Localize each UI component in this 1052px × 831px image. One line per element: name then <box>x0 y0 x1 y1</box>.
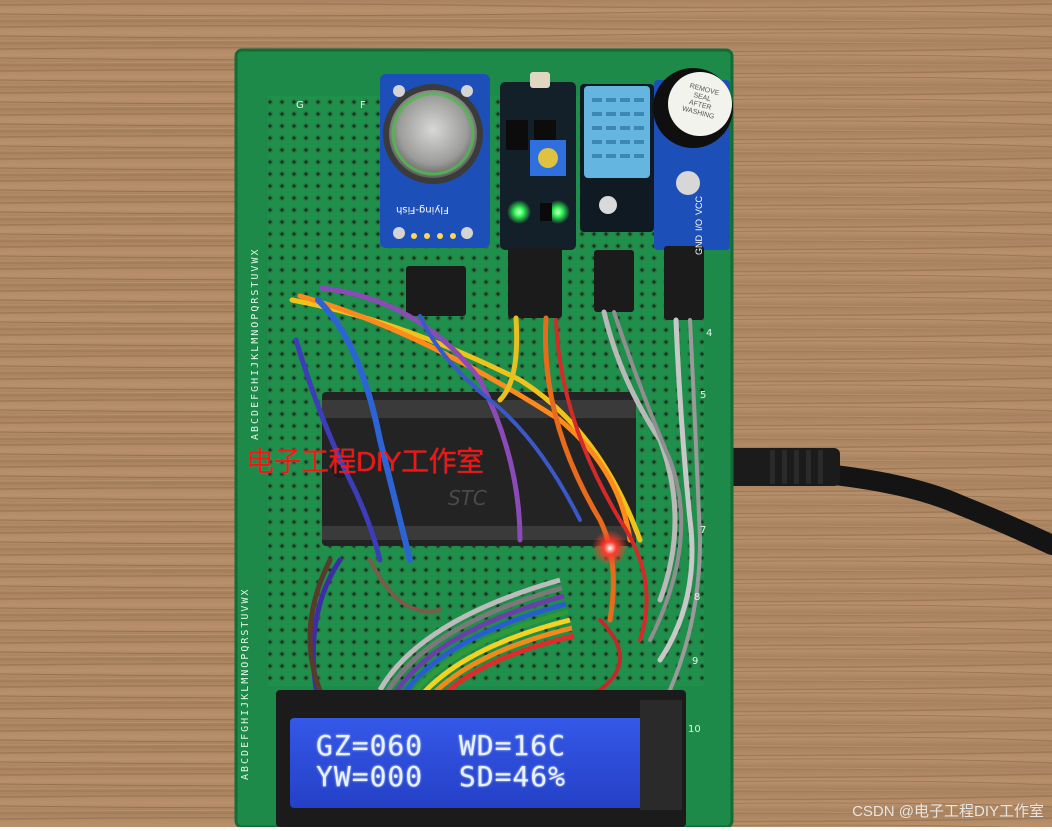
pin-label-io: I/O <box>694 219 704 232</box>
gas-sensor-label: Flying-Fish <box>396 204 449 215</box>
mcu-marking: STC <box>448 486 487 510</box>
row-number-10: 10 <box>688 724 701 735</box>
module-pin-labels: GND I/O VCC <box>694 196 704 255</box>
gas-sensor-module <box>380 74 490 248</box>
board-edge-letters-bottom: ABCDEFGHIJKLMNOPQRSTUVWX <box>240 587 251 781</box>
row-number-9: 9 <box>692 656 699 667</box>
header-connectors <box>406 246 704 320</box>
row-number-5: 5 <box>700 390 707 401</box>
column-label-f: F <box>360 100 366 111</box>
column-label-g: G <box>296 100 304 111</box>
row-number-4: 4 <box>706 328 713 339</box>
dht11-sensor <box>580 84 654 232</box>
power-led <box>592 530 628 566</box>
row-number-8: 8 <box>694 592 701 603</box>
center-watermark: 电子工程DIY工作室 <box>246 446 484 477</box>
lcd-line-2: YW=000 SD=46% <box>316 760 567 793</box>
row-number-7: 7 <box>700 525 707 536</box>
lcd-line-1: GZ=060 WD=16C <box>316 729 567 762</box>
lcd-module <box>276 690 686 827</box>
light-sensor-module <box>500 72 576 250</box>
pin-label-vcc: VCC <box>694 196 704 216</box>
buzzer-module <box>653 68 733 250</box>
corner-watermark: CSDN @电子工程DIY工作室 <box>852 803 1044 820</box>
board-edge-letters-top: ABCDEFGHIJKLMNOPQRSTUVWX <box>250 247 261 441</box>
pin-label-gnd: GND <box>694 235 704 256</box>
